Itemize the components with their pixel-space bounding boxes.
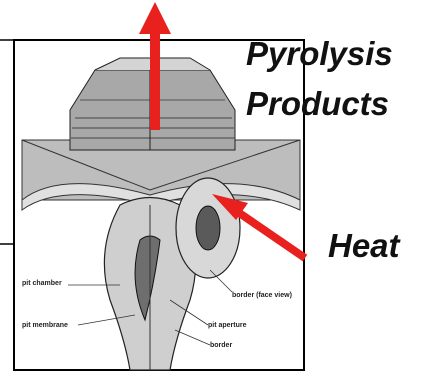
- pit-chamber-label: pit chamber: [22, 280, 62, 287]
- heat-label: Heat: [328, 228, 400, 264]
- pit-membrane-label: pit membrane: [22, 322, 68, 329]
- pit-aperture-label: pit aperture: [208, 322, 247, 329]
- bordered-pit-aperture: [196, 206, 220, 250]
- pyrolysis-label-line2: Products: [246, 86, 389, 122]
- border-label: border: [210, 342, 232, 349]
- border-face-view-label: border (face view): [232, 292, 292, 299]
- pyrolysis-label-line1: Pyrolysis: [246, 36, 393, 72]
